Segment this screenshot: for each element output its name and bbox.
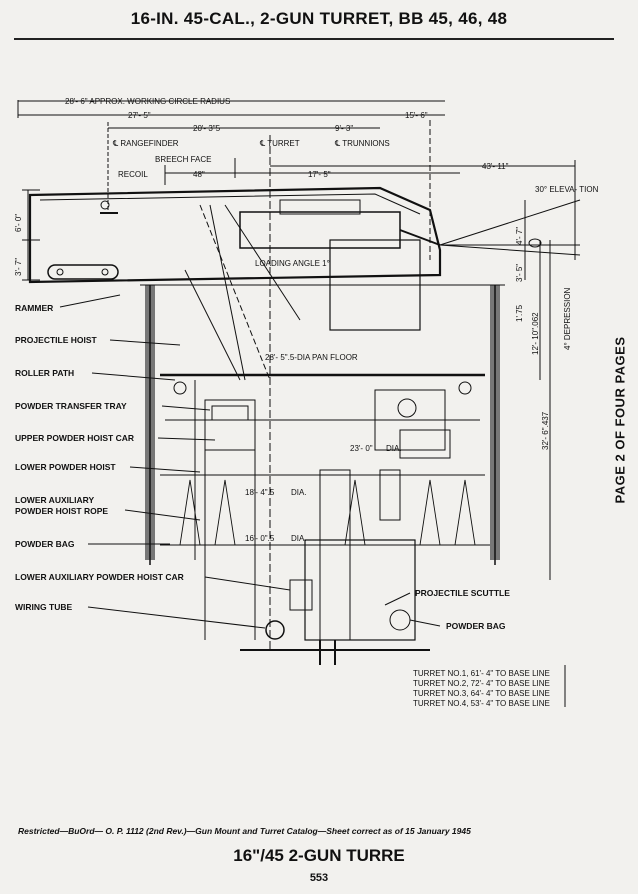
footer-title: 16"/45 2-GUN TURRE bbox=[233, 846, 405, 865]
turret-height-3: TURRET NO.3, 64'- 4" TO BASE LINE bbox=[413, 689, 550, 698]
projectile-scuttle-area bbox=[304, 539, 416, 641]
turret-height-4: TURRET NO.4, 53'- 4" TO BASE LINE bbox=[413, 699, 550, 708]
side-note-text: PAGE 2 OF FOUR PAGES bbox=[612, 336, 628, 504]
gun-slide bbox=[239, 211, 401, 249]
dim-17-5-label: 17'- 5" bbox=[308, 170, 331, 179]
elevation-label: 30° ELEVA- TION bbox=[535, 185, 599, 194]
turret-centerline-label: ℄ TURRET bbox=[259, 139, 300, 148]
page-number: 553 bbox=[309, 872, 329, 884]
projectile-hoist-label: PROJECTILE HOIST bbox=[15, 335, 98, 345]
dim-12-10-label: 12'- 10".062 bbox=[531, 312, 540, 355]
elevation-line bbox=[439, 199, 581, 246]
depression-line bbox=[439, 244, 581, 256]
loading-angle-label: LOADING ANGLE 1° bbox=[255, 259, 330, 268]
trunnions-label: ℄ TRUNNIONS bbox=[334, 139, 390, 148]
central-column bbox=[319, 469, 351, 641]
rammer-label: RAMMER bbox=[15, 303, 53, 313]
projectile-scuttle-label: PROJECTILE SCUTTLE bbox=[415, 588, 510, 598]
dim-9-3-label: 9'- 3" bbox=[335, 124, 353, 133]
lower-powder-hoist-label: LOWER POWDER HOIST bbox=[15, 462, 116, 472]
gunhouse-outline bbox=[28, 186, 442, 284]
recoil-value-label: 48" bbox=[193, 170, 205, 179]
dim-3-5-label: 3'- 5" bbox=[515, 264, 524, 282]
working-circle-label: 28'- 6" APPROX. WORKING CIRCLE RADIUS bbox=[65, 97, 230, 106]
roller-path-label: ROLLER PATH bbox=[15, 368, 74, 378]
dia-16-suffix: DIA. bbox=[291, 534, 307, 543]
gun-muzzle bbox=[528, 238, 542, 248]
lower-aux-rope-label-1: LOWER AUXILIARY bbox=[15, 495, 95, 505]
rammer-shape bbox=[47, 264, 119, 280]
recoil-label: RECOIL bbox=[118, 170, 148, 179]
turret-height-1: TURRET NO.1, 61'- 4" TO BASE LINE bbox=[413, 669, 550, 678]
dim-6-0-label: 6'- 0" bbox=[14, 214, 23, 232]
footer-note: Restricted—BuOrd— O. P. 1112 (2nd Rev.)—… bbox=[18, 826, 471, 836]
title-rule bbox=[14, 38, 614, 40]
side-note: PAGE 2 OF FOUR PAGES bbox=[600, 300, 638, 540]
page-title: 16-IN. 45-CAL., 2-GUN TURRET, BB 45, 46,… bbox=[130, 9, 508, 28]
dim-32-6-label: 32'- 6".437 bbox=[541, 411, 550, 450]
dim-4-7-label: 4'- 7" bbox=[515, 227, 524, 245]
dia-18-label: 18'- 4".5 bbox=[245, 488, 275, 497]
powder-bag-shape bbox=[389, 609, 411, 631]
dia-18-suffix: DIA. bbox=[291, 488, 307, 497]
pan-floor-label: 28'- 5".5-DIA PAN FLOOR bbox=[265, 353, 358, 362]
dia-16-label: 16'- 0".5 bbox=[245, 534, 275, 543]
turret-height-2: TURRET NO.2, 72'- 4" TO BASE LINE bbox=[413, 679, 550, 688]
powder-transfer-tray bbox=[204, 399, 256, 451]
lower-aux-car-label: LOWER AUXILIARY POWDER HOIST CAR bbox=[15, 572, 184, 582]
wiring-tube-shape bbox=[265, 620, 285, 640]
dim-1-75-label: 1'.75 bbox=[515, 304, 524, 322]
dim-15-6-label: 15'- 6" bbox=[405, 111, 428, 120]
dim-43-11-label: 43'- 11" bbox=[482, 162, 509, 171]
depression-label: 4° DEPRESSION bbox=[563, 287, 572, 350]
dim-20-3-label: 20'- 3"5 bbox=[193, 124, 221, 133]
breech-face-label: BREECH FACE bbox=[155, 155, 211, 164]
training-gear bbox=[397, 398, 417, 418]
upper-powder-hoist-car-label: UPPER POWDER HOIST CAR bbox=[15, 433, 134, 443]
powder-transfer-tray-label: POWDER TRANSFER TRAY bbox=[15, 401, 127, 411]
rangefinder-label: ℄ RANGEFINDER bbox=[112, 139, 179, 148]
lower-aux-rope-label-2: POWDER HOIST ROPE bbox=[15, 506, 108, 516]
dim-3-7-label: 3'- 7" bbox=[14, 258, 23, 276]
wiring-tube-label: WIRING TUBE bbox=[15, 602, 72, 612]
dia-23-label: 23'- 0" bbox=[350, 444, 373, 453]
dim-27-5-label: 27'- 5" bbox=[128, 111, 151, 120]
dia-23-suffix: DIA. bbox=[386, 444, 402, 453]
powder-bag-left-label: POWDER BAG bbox=[15, 539, 75, 549]
powder-bag-right-label: POWDER BAG bbox=[446, 621, 506, 631]
